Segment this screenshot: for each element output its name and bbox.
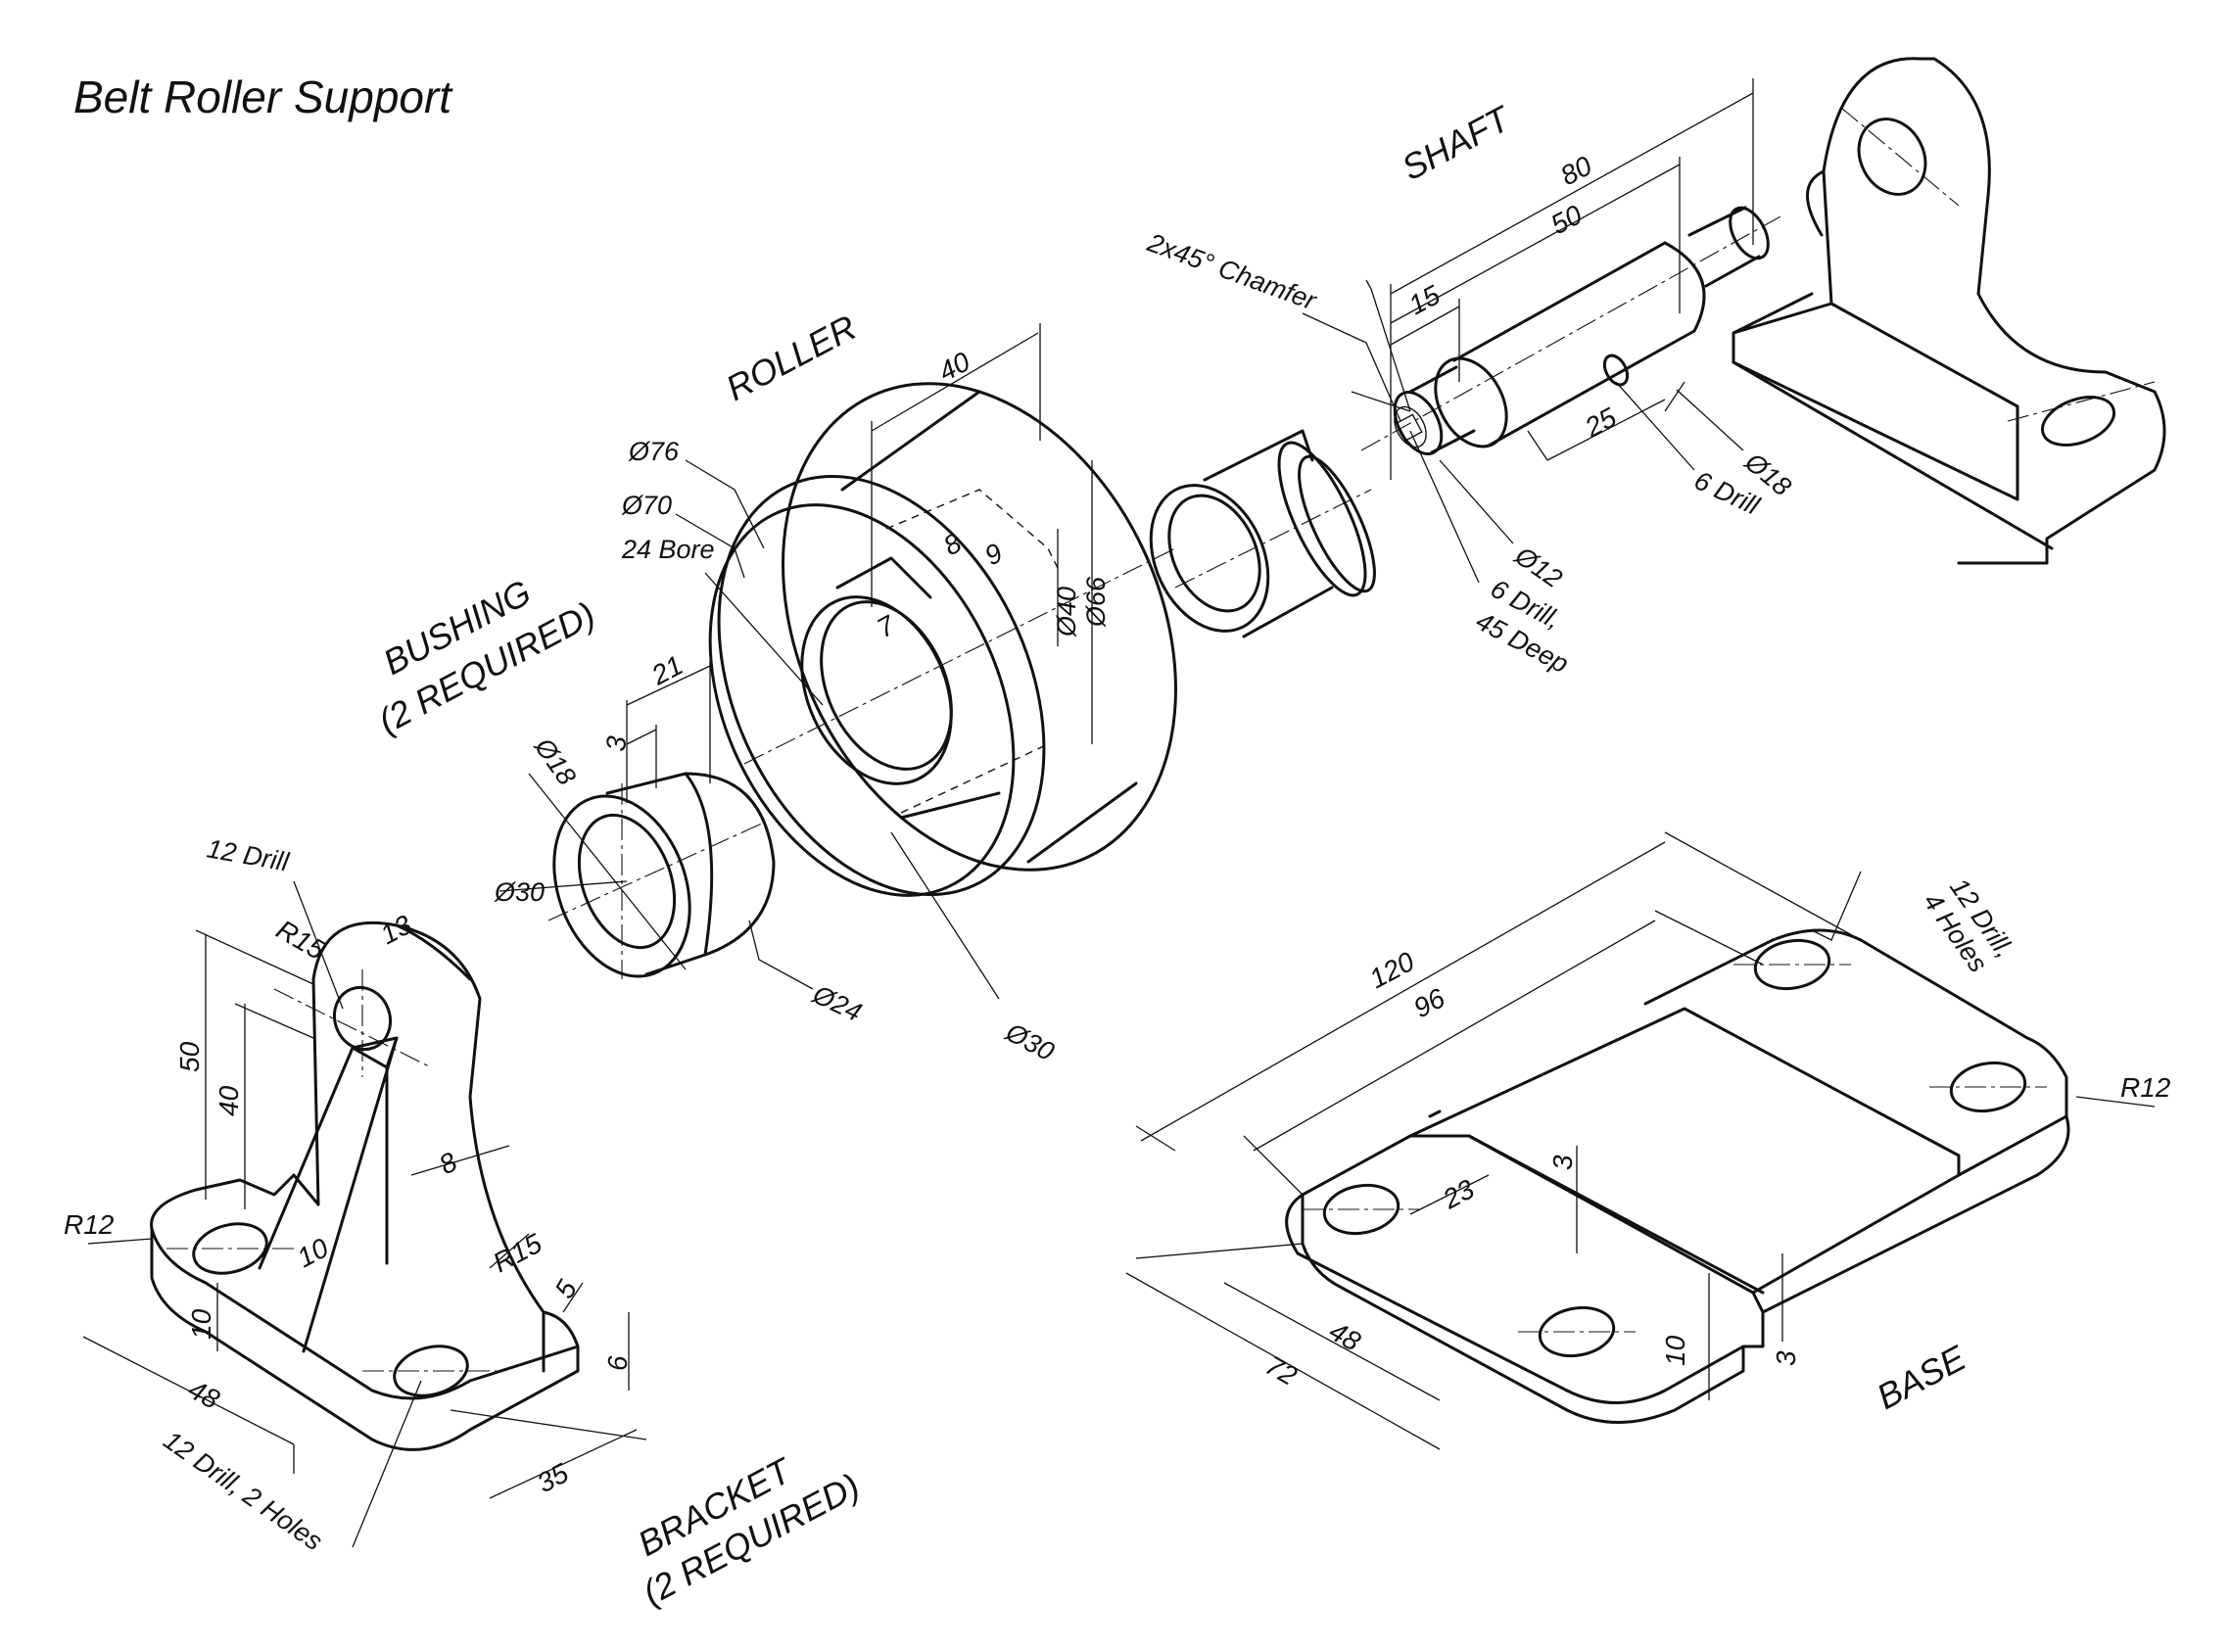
bushing-dim-21: 21 [645, 649, 688, 690]
roller-dim-9: 9 [979, 538, 1007, 572]
roller-dia-76: Ø76 [628, 437, 680, 466]
bracket-length-48: 48 [183, 1374, 224, 1415]
base-step-3b: 3 [1771, 1350, 1801, 1366]
bracket-width-35: 35 [532, 1457, 573, 1498]
drawing-title: Belt Roller Support [73, 71, 453, 122]
roller-label: ROLLER [720, 307, 863, 408]
roller-dia-70: Ø70 [621, 491, 672, 520]
bracket-rib-8: 8 [434, 1146, 462, 1180]
base-width-72: 72 [1260, 1349, 1303, 1392]
base-width-48: 48 [1324, 1315, 1366, 1357]
base-drawing: BASE 120 96 12 Drill, 4 Holes R12 3 23 3… [1125, 831, 2171, 1450]
bracket-view-top-right [1732, 57, 2166, 565]
bracket-dim-6: 6 [602, 1355, 633, 1371]
base-r12: R12 [2120, 1072, 2171, 1103]
bracket-dim-13: 13 [375, 909, 416, 950]
base-step-23: 23 [1437, 1173, 1479, 1215]
roller-dia-30: Ø30 [1000, 1016, 1059, 1066]
shaft-label: SHAFT [1396, 97, 1519, 188]
base-length-96: 96 [1408, 982, 1449, 1023]
bracket-base-10: 10 [186, 1308, 216, 1340]
bracket-drawing: BRACKET (2 REQUIRED) 12 Drill R15 13 50 … [64, 833, 866, 1613]
shaft-dim-80: 80 [1555, 150, 1596, 191]
roller-drawing: ROLLER 40 Ø76 Ø70 24 Bore 8 9 7 Ø40 Ø66 … [621, 307, 1177, 1066]
base-step-3a: 3 [1547, 1155, 1578, 1170]
bushing-dia-18: Ø18 [529, 732, 582, 790]
shaft-drawing: SHAFT 80 50 15 25 2x45° Chamfer Ø18 6 Dr… [1143, 78, 1797, 679]
roller-width-40: 40 [933, 346, 974, 387]
bracket-height-50: 50 [174, 1041, 205, 1072]
roller-dia-40: Ø40 [1052, 587, 1081, 637]
bushing-dim-3: 3 [600, 734, 632, 753]
bushing-dia-30: Ø30 [494, 877, 545, 907]
bracket-drill-top: 12 Drill [205, 833, 292, 876]
shaft-dim-25: 25 [1579, 401, 1621, 444]
bracket-drill-note: 12 Drill, 2 Holes [159, 1425, 328, 1556]
base-thick-10: 10 [1660, 1335, 1690, 1366]
bushing-dia-24: Ø24 [808, 979, 867, 1027]
shaft-dim-15: 15 [1403, 279, 1445, 320]
roller-dia-66: Ø66 [1081, 576, 1111, 628]
shaft-chamfer-note: 2x45° Chamfer [1143, 227, 1321, 316]
bracket-height-40: 40 [214, 1085, 244, 1116]
bushing-view-mid [1149, 429, 1376, 638]
bracket-r12: R12 [64, 1209, 115, 1240]
bracket-dim-5: 5 [548, 1275, 583, 1303]
bracket-r15-top: R15 [271, 914, 330, 966]
roller-bore-note: 24 Bore [621, 535, 715, 564]
roller-dim-7: 7 [872, 609, 901, 643]
base-label: BASE [1871, 1337, 1973, 1417]
